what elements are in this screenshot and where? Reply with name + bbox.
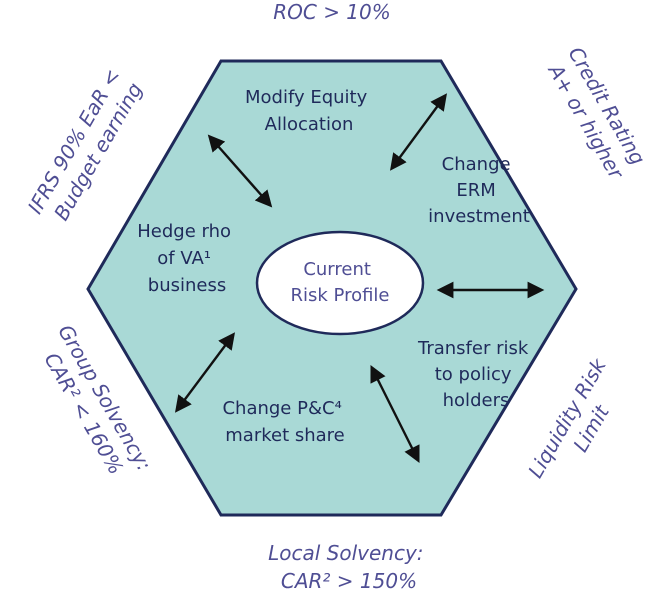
center-line-1: Current (303, 259, 371, 280)
arrow-equity (207, 134, 273, 208)
lever-transfer-risk: Transfer risk to policy holders (417, 338, 534, 411)
center-line-2: Risk Profile (291, 285, 390, 306)
current-risk-profile-ellipse (255, 230, 425, 336)
arrow-pc (370, 364, 420, 464)
lever-hedge-rho: Hedge rho of VA¹ business (137, 221, 237, 296)
arrow-erm (390, 93, 447, 171)
svg-text:Current Risk Profile: Current Risk Profile (291, 259, 390, 306)
constraint-top-right: Credit Rating A+ or higher (541, 43, 653, 188)
arrow-hedge (174, 332, 236, 413)
constraint-top-left: IFRS 90% EaR < Budget earning (23, 59, 151, 231)
constraint-top: ROC > 10% (273, 0, 391, 24)
lever-modify-equity: Modify Equity Allocation (245, 87, 373, 135)
constraint-bottom-right: Liquidity Risk Limit (523, 349, 636, 495)
lever-change-pc: Change P&C⁴ market share (222, 398, 347, 446)
constraint-bottom: Local Solvency: CAR² > 150% (268, 541, 430, 593)
lever-change-erm: Change ERM investment (428, 154, 530, 227)
